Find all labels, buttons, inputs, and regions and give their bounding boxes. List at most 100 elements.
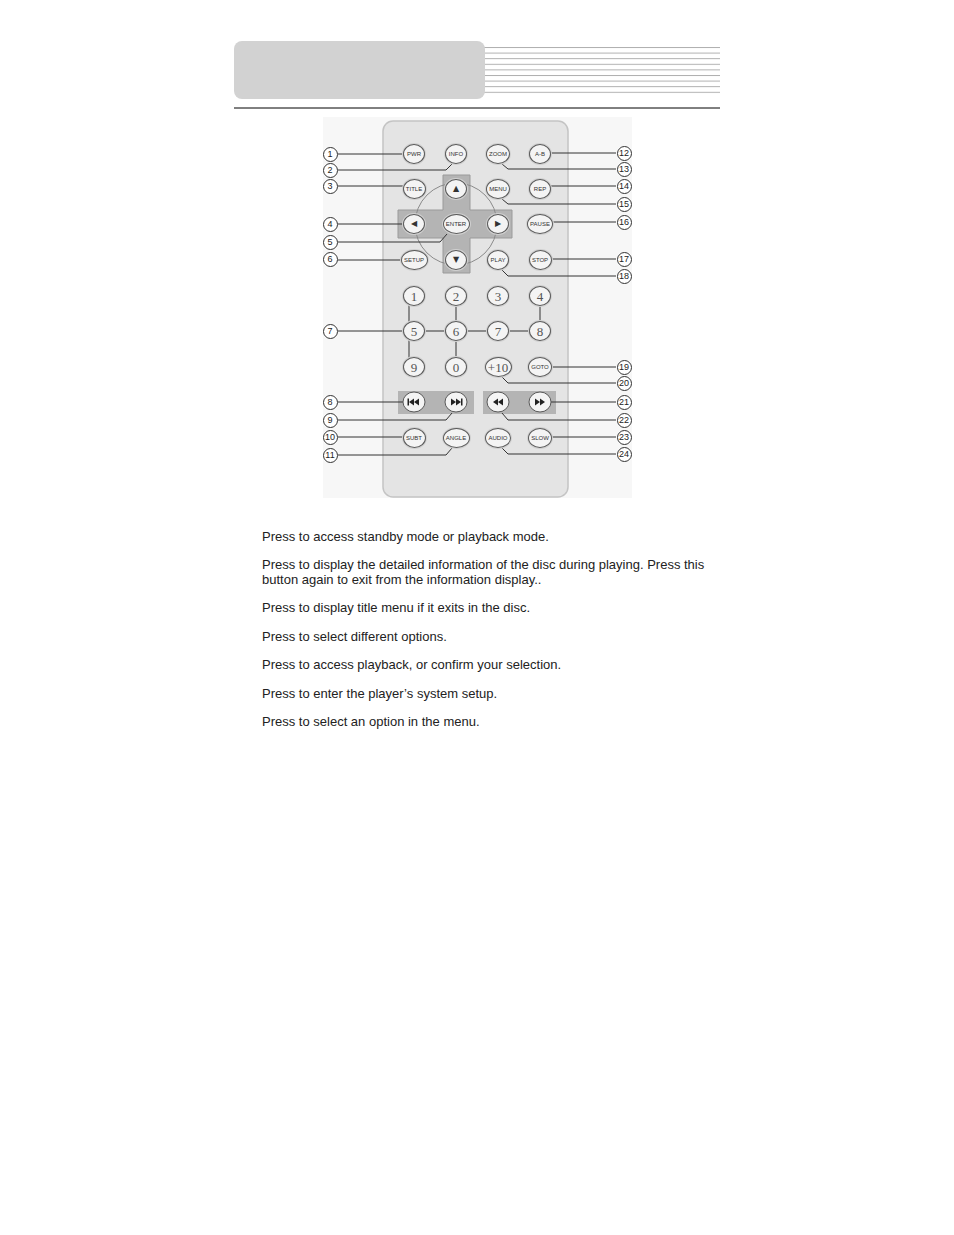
remote-button: 5: [403, 321, 425, 341]
callout-number: 23: [617, 430, 632, 445]
callout-number: 5: [323, 235, 338, 250]
callout-number: 20: [617, 376, 632, 391]
button-label: REP: [534, 186, 546, 192]
button-label: TITLE: [406, 186, 422, 192]
remote-button: ◀: [403, 214, 425, 234]
remote-button: 4: [529, 286, 551, 306]
remote-button: 0: [445, 357, 467, 377]
button-label: SLOW: [531, 435, 549, 441]
button-label: GOTO: [531, 364, 549, 370]
remote-button: STOP: [529, 250, 552, 270]
button-label: ANGLE: [446, 435, 466, 441]
remote-button: 1: [403, 286, 425, 306]
callout-number: 4: [323, 217, 338, 232]
header-rules: [484, 46, 720, 96]
remote-button: 9: [403, 357, 425, 377]
figure-ground: [323, 117, 632, 498]
remote-button: ZOOM: [486, 144, 510, 164]
remote-button: SETUP: [401, 250, 428, 270]
button-label: PWR: [407, 151, 421, 157]
remote-button: MENU: [486, 179, 510, 199]
button-label: AUDIO: [488, 435, 507, 441]
remote-button: AUDIO: [485, 428, 511, 448]
button-description: Press to enter the player’s system setup…: [262, 686, 724, 701]
remote-button: ANGLE: [443, 428, 470, 448]
callout-number: 18: [617, 269, 632, 284]
header-rule: [234, 108, 720, 109]
remote-button: REP: [529, 179, 551, 199]
remote-button: ENTER: [443, 214, 470, 234]
callout-number: 24: [617, 447, 632, 462]
callout-number: 9: [323, 413, 338, 428]
button-label: ▼: [453, 256, 459, 264]
callout-number: 17: [617, 252, 632, 267]
button-label: 7: [495, 325, 502, 338]
button-label: A-B: [535, 151, 545, 157]
leader-lines: [338, 153, 616, 455]
callout-number: 16: [617, 215, 632, 230]
remote-body: [383, 121, 568, 497]
button-label: 4: [537, 290, 544, 303]
header-tab: [234, 41, 485, 99]
remote-button: 7: [487, 321, 509, 341]
button-label: MENU: [489, 186, 507, 192]
navigation-pad: [398, 175, 512, 273]
button-label: 8: [537, 325, 544, 338]
remote-button: GOTO: [528, 357, 552, 377]
callout-number: 8: [323, 395, 338, 410]
callout-number: 21: [617, 395, 632, 410]
remote-button: PWR: [403, 144, 425, 164]
button-label: ENTER: [446, 221, 466, 227]
button-label: 0: [453, 361, 460, 374]
button-description: Press to display the detailed informatio…: [262, 557, 724, 587]
callout-number: 3: [323, 179, 338, 194]
callout-number: 6: [323, 252, 338, 267]
button-label: 1: [411, 290, 418, 303]
callout-number: 12: [617, 146, 632, 161]
remote-button: 6: [445, 321, 467, 341]
button-label: SETUP: [404, 257, 424, 263]
remote-button: 2: [445, 286, 467, 306]
remote-button: SLOW: [528, 428, 552, 448]
button-label: STOP: [532, 257, 548, 263]
button-label: 9: [411, 361, 418, 374]
remote-button: SUBT: [403, 428, 426, 448]
button-label: 6: [453, 325, 460, 338]
callout-number: 10: [323, 430, 338, 445]
remote-button: A-B: [529, 144, 551, 164]
button-label: 5: [411, 325, 418, 338]
remote-button: ▶: [487, 214, 509, 234]
callout-number: 13: [617, 162, 632, 177]
button-label: INFO: [449, 151, 463, 157]
button-label: ZOOM: [489, 151, 507, 157]
transport-buttons: [403, 392, 551, 412]
button-label: ◀: [411, 220, 417, 228]
remote-button: PLAY: [487, 250, 509, 270]
remote-button: 8: [529, 321, 551, 341]
button-description: Press to access playback, or confirm you…: [262, 657, 724, 672]
button-label: PAUSE: [530, 221, 550, 227]
callout-number: 22: [617, 413, 632, 428]
callout-number: 1: [323, 147, 338, 162]
callout-number: 19: [617, 360, 632, 375]
remote-button: 3: [487, 286, 509, 306]
button-description: Press to display title menu if it exits …: [262, 600, 724, 615]
button-label: ▲: [453, 185, 459, 193]
button-label: ▶: [495, 220, 501, 228]
callout-number: 7: [323, 324, 338, 339]
callout-number: 15: [617, 197, 632, 212]
transport-band: [398, 391, 474, 414]
callout-number: 14: [617, 179, 632, 194]
button-label: 2: [453, 290, 460, 303]
remote-button: ▲: [445, 179, 467, 199]
remote-button: PAUSE: [527, 214, 553, 234]
transport-band: [483, 391, 556, 414]
remote-button: INFO: [445, 144, 467, 164]
button-description: Press to access standby mode or playback…: [262, 529, 724, 544]
button-description: Press to select different options.: [262, 629, 724, 644]
button-label: +10: [488, 361, 508, 374]
remote-button: ▼: [445, 250, 467, 270]
remote-button: +10: [485, 357, 512, 377]
